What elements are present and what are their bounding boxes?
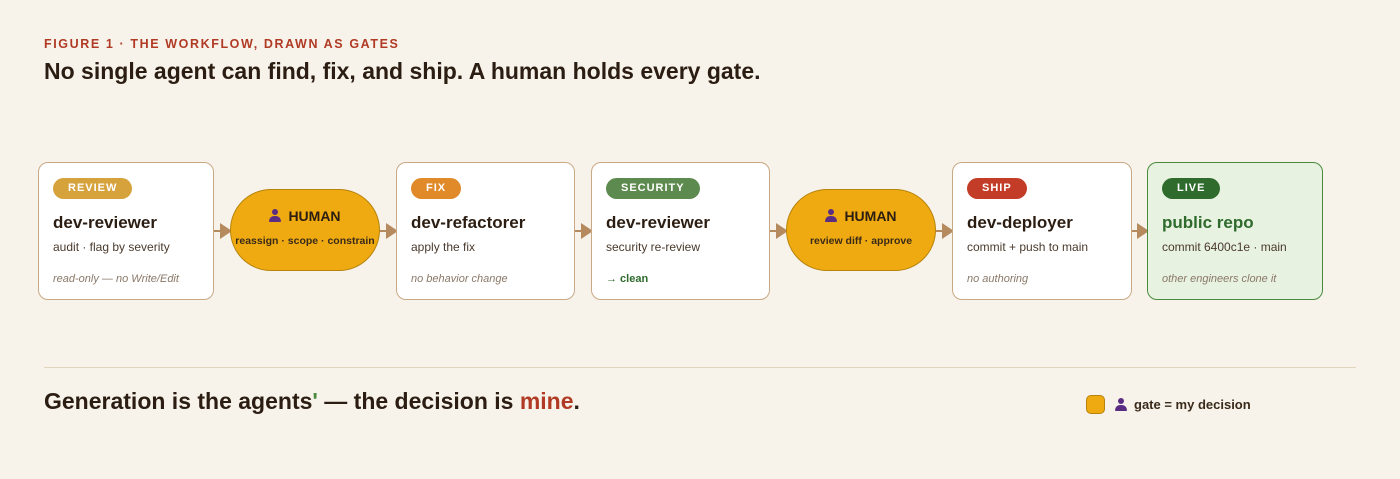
gate-title: HUMAN: [787, 208, 935, 224]
stage-note: other engineers clone it: [1162, 273, 1277, 285]
legend-label: gate = my decision: [1134, 396, 1251, 412]
human-gate-1: HUMAN reassign · scope · constrain: [230, 189, 380, 271]
live-tag: LIVE: [1162, 178, 1221, 199]
flow-arrow: [214, 223, 232, 239]
stage-subtitle: commit + push to main: [967, 240, 1089, 254]
stage-title: dev-deployer: [967, 213, 1073, 232]
stage-subtitle: security re-review: [606, 240, 701, 254]
stage-note-clean: → clean: [606, 273, 649, 285]
legend: gate = my decision: [1086, 394, 1251, 414]
stage-ship-card: SHIP dev-deployer commit + push to main …: [952, 162, 1132, 300]
footer-part1: Generation is the agents: [44, 388, 313, 414]
person-icon: [269, 209, 282, 222]
stage-security-card: SECURITY dev-reviewer security re-review…: [591, 162, 770, 300]
person-icon: [1115, 397, 1127, 411]
divider: [44, 367, 1356, 368]
stage-note: no authoring: [967, 273, 1029, 285]
footer-apostrophe: ': [312, 388, 318, 414]
stage-title: dev-reviewer: [53, 213, 157, 232]
review-tag: REVIEW: [53, 178, 133, 199]
stage-title: dev-reviewer: [606, 213, 710, 232]
human-gate-2: HUMAN review diff · approve: [786, 189, 936, 271]
stage-subtitle: apply the fix: [411, 240, 476, 254]
footer-period: .: [573, 388, 580, 414]
footer-highlight: mine: [519, 388, 574, 414]
flow-arrow: [1132, 223, 1149, 239]
stage-note: no behavior change: [411, 273, 508, 285]
figure-eyebrow: FIGURE 1 · THE WORKFLOW, DRAWN AS GATES: [44, 37, 400, 51]
gate-subtitle: review diff · approve: [809, 235, 913, 247]
fix-tag: FIX: [411, 178, 462, 199]
stage-title: public repo: [1162, 213, 1254, 232]
figure-headline: No single agent can find, fix, and ship.…: [44, 58, 761, 84]
gate-title-text: HUMAN: [288, 208, 341, 224]
gate-swatch-icon: [1086, 394, 1105, 414]
flow-arrow: [770, 223, 788, 239]
stage-note: read-only — no Write/Edit: [53, 273, 179, 285]
stage-title: dev-refactorer: [411, 213, 526, 232]
ship-tag: SHIP: [967, 178, 1027, 199]
stage-subtitle: commit 6400c1e · main: [1162, 240, 1287, 254]
gate-title: HUMAN: [231, 208, 379, 224]
person-icon: [825, 209, 838, 222]
security-tag: SECURITY: [606, 178, 700, 199]
footer-statement: Generation is the agents' — the decision…: [44, 388, 580, 415]
stage-fix-card: FIX dev-refactorer apply the fix no beha…: [396, 162, 575, 300]
gate-subtitle: reassign · scope · constrain: [235, 235, 375, 247]
flow-arrow: [380, 223, 398, 239]
stage-subtitle: audit · flag by severity: [53, 240, 170, 254]
stage-review-card: REVIEW dev-reviewer audit · flag by seve…: [38, 162, 214, 300]
flow-arrow: [936, 223, 954, 239]
footer-part2: — the decision is: [317, 388, 520, 414]
flow-arrow: [575, 223, 593, 239]
stage-live-card: LIVE public repo commit 6400c1e · main o…: [1147, 162, 1323, 300]
gate-title-text: HUMAN: [844, 208, 897, 224]
